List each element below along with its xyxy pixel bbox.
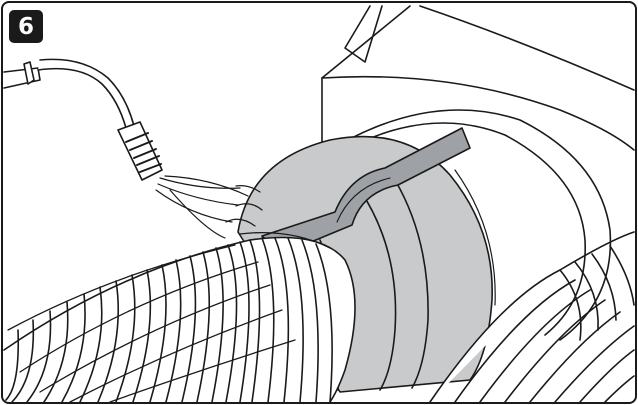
heat-gun-icon <box>3 58 163 181</box>
heat-waves-icon <box>155 175 263 239</box>
hose-collar-seam <box>239 231 331 249</box>
duct-collar <box>329 109 612 341</box>
tape-strip <box>261 127 471 255</box>
step-number-badge: 6 <box>9 10 43 43</box>
flex-hose-left <box>3 236 356 403</box>
flex-hose-right <box>429 231 635 403</box>
duct-unit-box <box>321 5 635 151</box>
